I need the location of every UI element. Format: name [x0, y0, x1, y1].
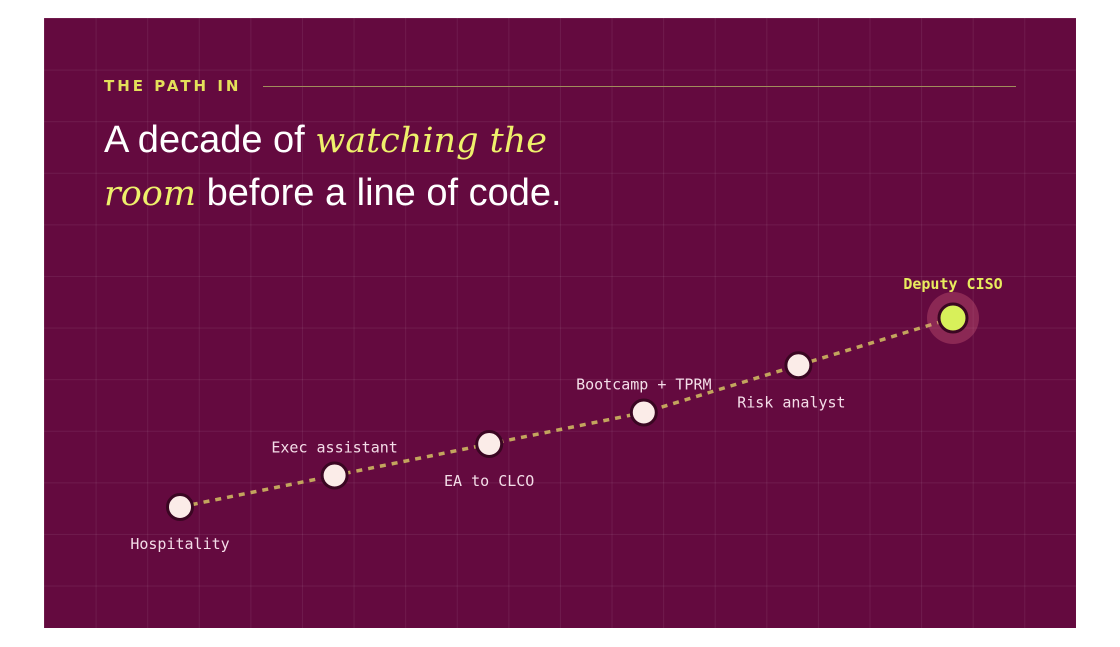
milestone-node-bootcamp-tprm	[629, 398, 658, 427]
career-path-line	[179, 316, 954, 509]
milestone-node-hospitality	[166, 493, 194, 521]
milestone-label-hospitality: Hospitality	[130, 535, 229, 553]
headline-text-1: A decade of	[104, 119, 316, 161]
headline-emphasis-1: watching the	[315, 121, 547, 161]
slide: THE PATH IN A decade of watching the room…	[44, 18, 1076, 628]
milestone-nodes: Hospitality Exec assistant EA to CLCO Bootc…	[130, 275, 1002, 553]
milestone-label-bootcamp-tprm: Bootcamp + TPRM	[576, 376, 711, 394]
eyebrow-row: THE PATH IN	[104, 76, 1016, 96]
milestone-node-exec-assistant	[320, 461, 349, 490]
headline: A decade of watching the room before a li…	[104, 114, 744, 220]
milestone-label-ea-to-clco: EA to CLCO	[444, 472, 534, 490]
eyebrow-rule	[263, 85, 1016, 87]
milestone-label-exec-assistant: Exec assistant	[271, 439, 397, 457]
milestone-node-risk-analyst	[784, 351, 813, 380]
milestone-label-risk-analyst: Risk analyst	[737, 393, 845, 411]
headline-text-2: before a line of code.	[196, 172, 562, 214]
milestone-node-ea-to-clco	[475, 430, 504, 458]
career-path-diagram: Hospitality Exec assistant EA to CLCO Bootc…	[130, 275, 1002, 553]
headline-emphasis-2: room	[104, 174, 197, 214]
milestone-node-deputy-ciso	[937, 302, 969, 334]
eyebrow-label: THE PATH IN	[104, 77, 242, 95]
milestone-label-deputy-ciso: Deputy CISO	[903, 275, 1002, 293]
